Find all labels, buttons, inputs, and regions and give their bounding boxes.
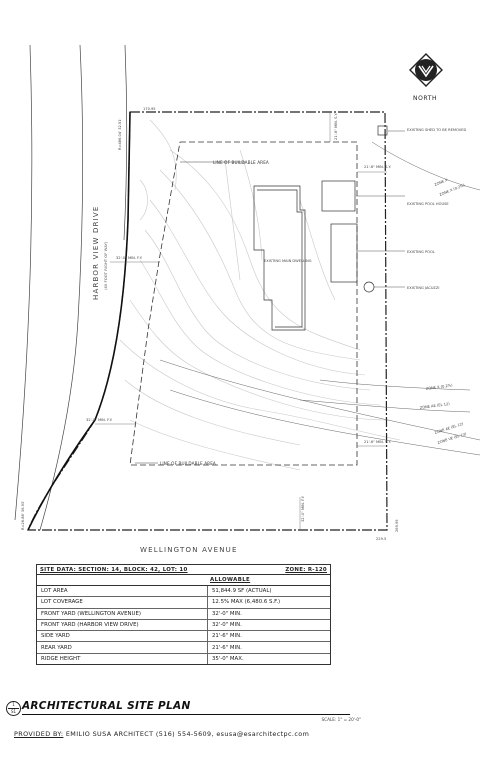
- north-arrow-icon: [409, 53, 443, 87]
- row-value: 51,844.9 SF (ACTUAL): [212, 588, 272, 595]
- zone-x-02-label: ZONE X (0.2%): [439, 183, 466, 197]
- shed: [377, 125, 388, 136]
- wellington-avenue-label: WELLINGTON AVENUE: [140, 546, 238, 554]
- table-row: REAR YARD 21'-6" MIN.: [37, 642, 330, 654]
- pool-house: [321, 180, 356, 212]
- table-row: LOT AREA 51,844.9 SF (ACTUAL): [37, 586, 330, 598]
- jacuzzi-label: EXISTING JACUZZI: [407, 286, 439, 290]
- harbor-view-drive-row: (60 FOOT RIGHT OF WAY): [103, 241, 108, 290]
- setback-lines: [95, 112, 387, 530]
- provided-prefix: PROVIDED BY:: [14, 730, 64, 738]
- dim-left-bottom: R=26.88' 36.93': [21, 501, 25, 530]
- table-row: FRONT YARD (HARBOR VIEW DRIVE) 32'-0" MI…: [37, 619, 330, 632]
- row-value: 12.5% MAX (6,480.6 S.F.): [212, 599, 281, 606]
- row-label: LOT AREA: [37, 586, 208, 597]
- table-row: LOT COVERAGE 12.5% MAX (6,480.6 S.F.): [37, 597, 330, 609]
- row-value: 32'-0" MIN.: [212, 610, 242, 617]
- dwelling-label: EXISTING MAIN DWELLING: [264, 259, 312, 263]
- site-data-header: SITE DATA: SECTION: 14, BLOCK: 42, LOT: …: [37, 565, 330, 575]
- main-dwelling: [253, 185, 306, 331]
- property-line: [27, 111, 388, 531]
- site-data-zone: ZONE: R-120: [285, 566, 327, 573]
- drawing-title: ARCHITECTURAL SITE PLAN: [22, 700, 191, 712]
- row-label: RIDGE HEIGHT: [37, 653, 208, 665]
- sheet-ref: S1: [10, 709, 17, 714]
- setback-side-top: 21'-6" MIN. S.Y.: [364, 165, 391, 169]
- row-value: 32'-0" MIN.: [212, 622, 242, 629]
- zone-x-02-mid-label: ZONE X (0.2%): [426, 383, 454, 391]
- table-row: SIDE YARD 21'-6" MIN.: [37, 631, 330, 643]
- provided-by-line: PROVIDED BY: EMILIO SUSA ARCHITECT (516)…: [14, 730, 309, 738]
- dim-right-bottom: 269.99: [395, 519, 399, 532]
- contour-lines: [119, 119, 401, 471]
- pool: [330, 223, 358, 283]
- row-value: 21'-6" MIN.: [212, 644, 242, 651]
- jacuzzi: [363, 281, 375, 293]
- allowable-header-row: ALLOWABLE: [37, 575, 330, 586]
- dim-top: 170.95: [143, 107, 156, 111]
- buildable-label-bottom: LINE OF BUILDABLE AREA: [160, 461, 216, 466]
- setback-rear: 21'-6" MIN. S.Y.: [334, 113, 338, 140]
- site-data-table: SITE DATA: SECTION: 14, BLOCK: 42, LOT: …: [36, 564, 331, 666]
- row-value: 35'-0" MAX.: [212, 655, 244, 662]
- sheet-bubble: 1 S1: [6, 701, 21, 716]
- site-data-title: SITE DATA: SECTION: 14, BLOCK: 42, LOT: …: [40, 566, 188, 573]
- dim-left-top: R=486.04' 32.51': [118, 118, 122, 150]
- scale-note: SCALE: 1" = 20'-0": [321, 717, 361, 722]
- zone-ve13-label: ZONE VE (EL 13): [437, 432, 467, 445]
- provided-details: EMILIO SUSA ARCHITECT (516) 554-5609, es…: [63, 730, 310, 738]
- pool-house-label: EXISTING POOL HOUSE: [407, 202, 449, 206]
- sheet-number: 1: [12, 702, 15, 707]
- row-label: REAR YARD: [37, 642, 208, 653]
- property-line-left-solid: [27, 111, 131, 531]
- harbor-view-drive-edges: [14, 44, 128, 531]
- setback-front-bottom: 32'-0" MIN. F.Y.: [301, 495, 305, 522]
- row-label: SIDE YARD: [37, 631, 208, 642]
- callout-leaders: [356, 130, 405, 288]
- setback-front-low: 32'-0" MIN. F.Y.: [86, 418, 113, 422]
- setback-front-mid: 32'-0" MIN. F.Y.: [116, 256, 143, 260]
- buildable-label-top: LINE OF BUILDABLE AREA: [213, 160, 269, 165]
- table-row: FRONT YARD (WELLINGTON AVENUE) 32'-0" MI…: [37, 608, 330, 620]
- zone-x-label: ZONE X: [434, 178, 449, 187]
- zone-ae12-mid-label: ZONE AE (EL 12): [420, 402, 451, 410]
- row-value: 21'-6" MIN.: [212, 633, 242, 640]
- allowable-header: ALLOWABLE: [210, 577, 251, 583]
- dim-bottom-right: 229.5: [376, 537, 386, 541]
- row-label: FRONT YARD (WELLINGTON AVENUE): [37, 608, 208, 619]
- row-label: FRONT YARD (HARBOR VIEW DRIVE): [37, 619, 208, 631]
- setback-side-low: 21'-6" MIN. S.Y.: [364, 440, 391, 444]
- row-label: LOT COVERAGE: [37, 597, 208, 608]
- title-block: 1 S1 ARCHITECTURAL SITE PLAN: [4, 700, 354, 726]
- buildable-area-line: [129, 141, 358, 466]
- title-underline: [22, 714, 350, 715]
- north-label: NORTH: [413, 95, 437, 102]
- flood-zone-lines: [159, 141, 481, 456]
- shed-label: EXISTING SHED TO BE REMOVED: [407, 128, 467, 132]
- harbor-view-drive-label: HARBOR VIEW DRIVE: [92, 205, 100, 300]
- table-row: RIDGE HEIGHT 35'-0" MAX.: [37, 653, 330, 665]
- pool-label: EXISTING POOL: [407, 250, 435, 254]
